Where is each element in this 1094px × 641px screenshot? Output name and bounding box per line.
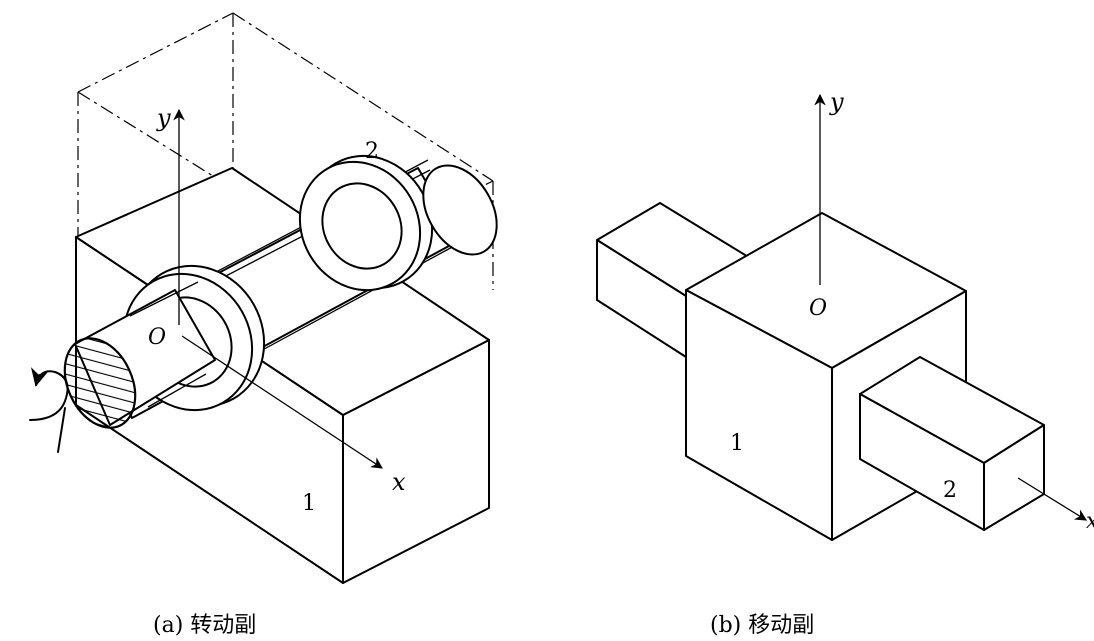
axis-x-label-a: x [392, 468, 406, 496]
origin-label-b: O [809, 296, 827, 321]
revolute-pair-diagram [29, 12, 498, 584]
caption-revolute-pair: (a) 转动副 [153, 613, 257, 638]
part-2-label-b: 2 [943, 478, 957, 503]
part-1-label-a: 1 [302, 491, 316, 516]
prismatic-pair-diagram [596, 93, 1087, 541]
rotation-arrow-tail [57, 407, 66, 453]
part-2-label-a: 2 [365, 139, 379, 164]
rotation-arrow [29, 367, 69, 421]
right-slider-rod [859, 356, 1045, 531]
axis-x-label-b: x [1086, 509, 1094, 534]
caption-prismatic-pair: (b) 移动副 [710, 613, 815, 638]
left-slider-rod [596, 202, 751, 358]
x-axis-b [1017, 477, 1087, 521]
far-collar [298, 154, 498, 292]
axis-y-label-a: y [156, 104, 171, 132]
shaft-stub [63, 281, 216, 429]
guide-block [685, 212, 967, 541]
x-axis-a [181, 335, 383, 469]
axis-y-label-b: y [829, 88, 844, 116]
part-1-label-b: 1 [730, 431, 744, 456]
origin-label-a: O [148, 325, 166, 350]
